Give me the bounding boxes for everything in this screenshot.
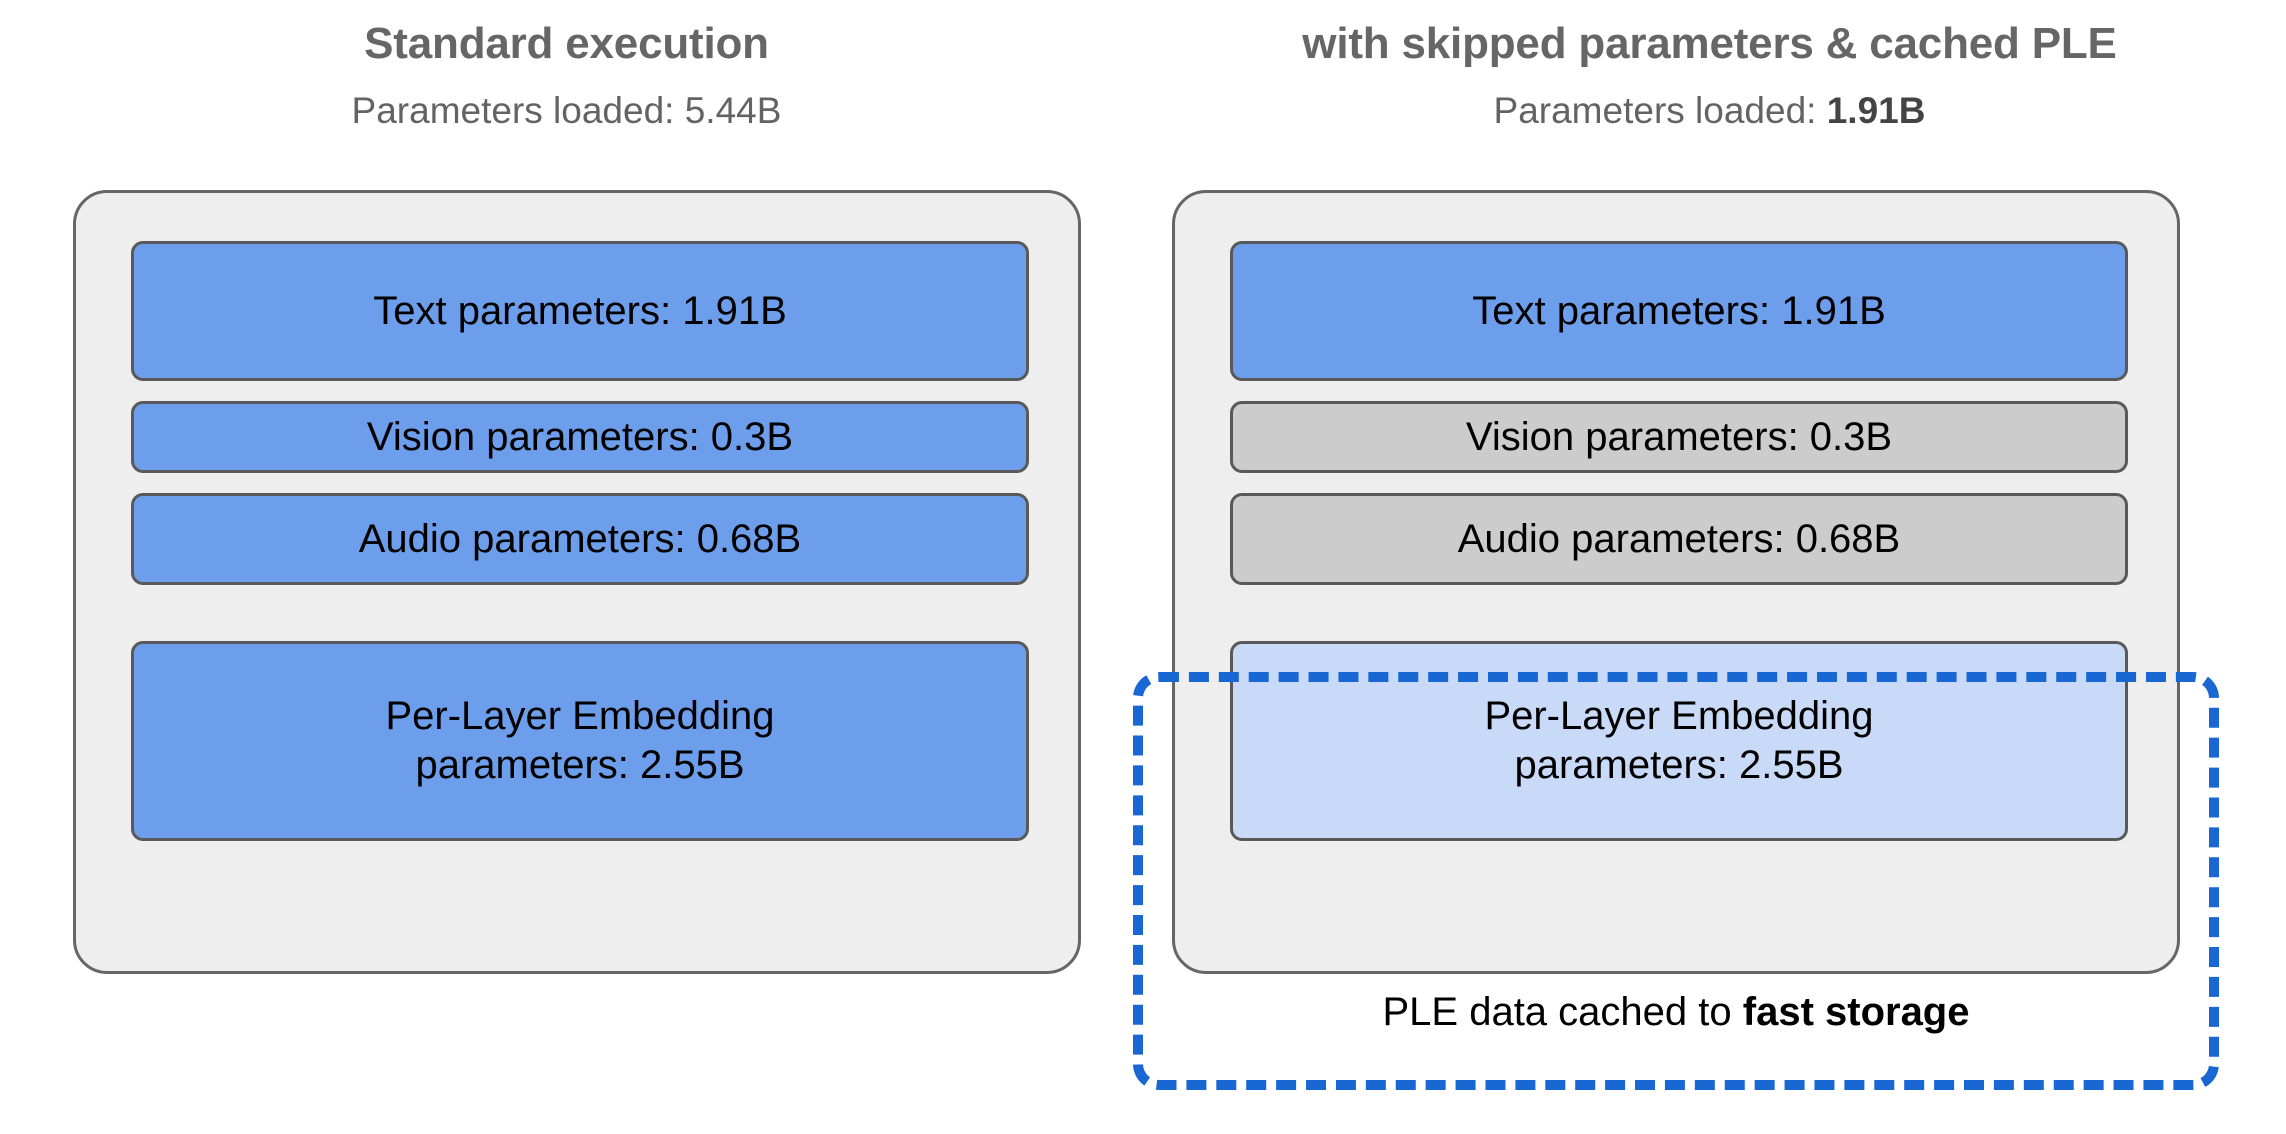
column-subtitle-optimized: Parameters loaded: 1.91B (1133, 92, 2286, 129)
block-ple-parameters-optimized: Per-Layer Embedding parameters: 2.55B (1230, 641, 2128, 841)
block-ple-parameters-standard: Per-Layer Embedding parameters: 2.55B (131, 641, 1029, 841)
column-title-optimized: with skipped parameters & cached PLE (1302, 19, 2117, 68)
subtitle-label-standard: Parameters loaded: (351, 90, 685, 131)
column-title-standard: Standard execution (364, 19, 769, 68)
cache-caption-emphasis: fast storage (1742, 990, 1970, 1034)
subtitle-value-optimized: 1.91B (1826, 90, 1926, 131)
block-ple-line2-optimized: parameters: 2.55B (1514, 743, 1844, 787)
panel-standard-execution: Text parameters: 1.91B Vision parameters… (73, 190, 1081, 974)
block-vision-parameters-optimized: Vision parameters: 0.3B (1230, 401, 2128, 473)
block-ple-line1-standard: Per-Layer Embedding (385, 694, 775, 739)
block-audio-parameters-standard: Audio parameters: 0.68B (131, 493, 1029, 585)
block-text-parameters-standard: Text parameters: 1.91B (131, 241, 1029, 381)
block-audio-parameters-optimized: Audio parameters: 0.68B (1230, 493, 2128, 585)
subtitle-value-standard: 5.44B (684, 90, 782, 131)
column-optimized-execution: with skipped parameters & cached PLE Par… (1133, 0, 2286, 130)
subtitle-label-optimized: Parameters loaded: (1493, 90, 1827, 131)
block-text-parameters-optimized: Text parameters: 1.91B (1230, 241, 2128, 381)
block-vision-parameters-standard: Vision parameters: 0.3B (131, 401, 1029, 473)
block-ple-line1-optimized: Per-Layer Embedding (1484, 694, 1874, 739)
cache-caption-prefix: PLE data cached to (1382, 990, 1743, 1034)
column-standard-execution: Standard execution Parameters loaded: 5.… (0, 0, 1133, 130)
panel-optimized-execution: Text parameters: 1.91B Vision parameters… (1172, 190, 2180, 974)
block-ple-line2-standard: parameters: 2.55B (415, 743, 745, 787)
cache-caption: PLE data cached to fast storage (1133, 990, 2219, 1034)
column-subtitle-standard: Parameters loaded: 5.44B (0, 92, 1133, 129)
